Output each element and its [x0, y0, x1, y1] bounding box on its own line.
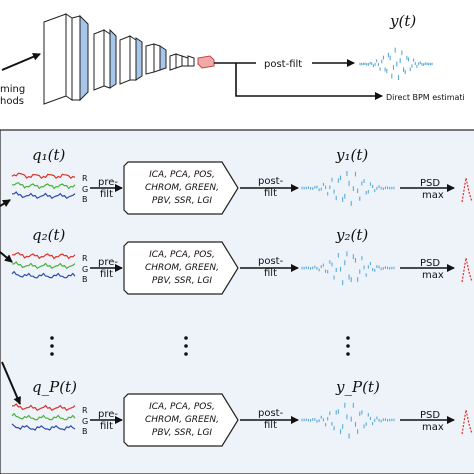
psd-label: PSD [420, 178, 440, 189]
psd-max-label: max [422, 422, 444, 433]
channel-label: G [82, 265, 88, 274]
psd-spectrum [461, 257, 473, 283]
output-signal-label: y₁(t) [335, 146, 368, 164]
input-signal-label: q₁(t) [32, 146, 65, 164]
output-signal-label: y_P(t) [335, 378, 380, 396]
input-arrow [1, 53, 41, 71]
post-filter-label: post- [258, 408, 284, 419]
input-caption-line1: ming [0, 84, 25, 95]
output-signal-label: y₂(t) [335, 226, 368, 244]
incoming-arrow [1, 361, 21, 405]
top-section: ming hods [0, 12, 465, 107]
post-filter-label: post- [258, 176, 284, 187]
methods-line: CHROM, GREEN, [145, 415, 219, 425]
psd-max-label: max [422, 270, 444, 281]
methods-line: ICA, PCA, POS, [149, 170, 215, 180]
channel-label: G [82, 185, 88, 194]
top-post-filter-label: post-filt [264, 59, 302, 70]
incoming-arrow [0, 199, 11, 208]
ellipsis-dots [50, 336, 350, 356]
direct-bpm-label: Direct BPM estimati [386, 93, 465, 102]
methods-line: PBV, SSR, LGI [152, 428, 213, 438]
channel-label: B [82, 195, 88, 204]
methods-line: ICA, PCA, POS, [149, 250, 215, 260]
rgb-traces [11, 403, 76, 431]
channel-label: B [82, 427, 88, 436]
channel-label: R [82, 406, 88, 415]
post-filter-label-2: filt [264, 268, 277, 279]
channel-label: B [82, 275, 88, 284]
psd-max-label: max [422, 190, 444, 201]
top-output-waveform [359, 47, 433, 81]
psd-label: PSD [420, 258, 440, 269]
pre-filter-label-2: filt [100, 421, 113, 432]
pre-filter-label: pre- [98, 257, 118, 268]
psd-spectrum [461, 177, 473, 203]
methods-line: CHROM, GREEN, [145, 183, 219, 193]
rgb-traces [11, 172, 76, 199]
input-signal-label: q_P(t) [32, 378, 77, 396]
psd-label: PSD [420, 410, 440, 421]
channel-label: R [82, 254, 88, 263]
rppg-methods-box [123, 241, 239, 295]
rppg-methods-box [123, 393, 239, 447]
methods-line: CHROM, GREEN, [145, 263, 219, 273]
post-filter-label: post- [258, 256, 284, 267]
output-waveform [301, 402, 395, 439]
pre-filter-label-2: filt [100, 269, 113, 280]
output-waveform [301, 170, 395, 206]
channel-label: G [82, 417, 88, 426]
psd-spectrum [461, 409, 473, 435]
channel-label: R [82, 174, 88, 183]
input-signal-label: q₂(t) [32, 226, 65, 244]
methods-line: ICA, PCA, POS, [149, 402, 215, 412]
post-filter-label-2: filt [264, 188, 277, 199]
output-waveform [301, 251, 395, 285]
pre-filter-label-2: filt [100, 189, 113, 200]
input-caption-line2: hods [0, 96, 24, 107]
pre-filter-label: pre- [98, 177, 118, 188]
rppg-methods-box [123, 161, 239, 215]
direct-bpm-path [235, 63, 383, 100]
methods-line: PBV, SSR, LGI [152, 196, 213, 206]
pre-filter-label: pre- [98, 409, 118, 420]
post-filter-label-2: filt [264, 420, 277, 431]
cnn-network-icon [43, 13, 215, 105]
incoming-arrow [0, 251, 13, 263]
methods-line: PBV, SSR, LGI [152, 276, 213, 286]
top-output-label: y(t) [389, 12, 416, 30]
rgb-traces [11, 252, 76, 279]
